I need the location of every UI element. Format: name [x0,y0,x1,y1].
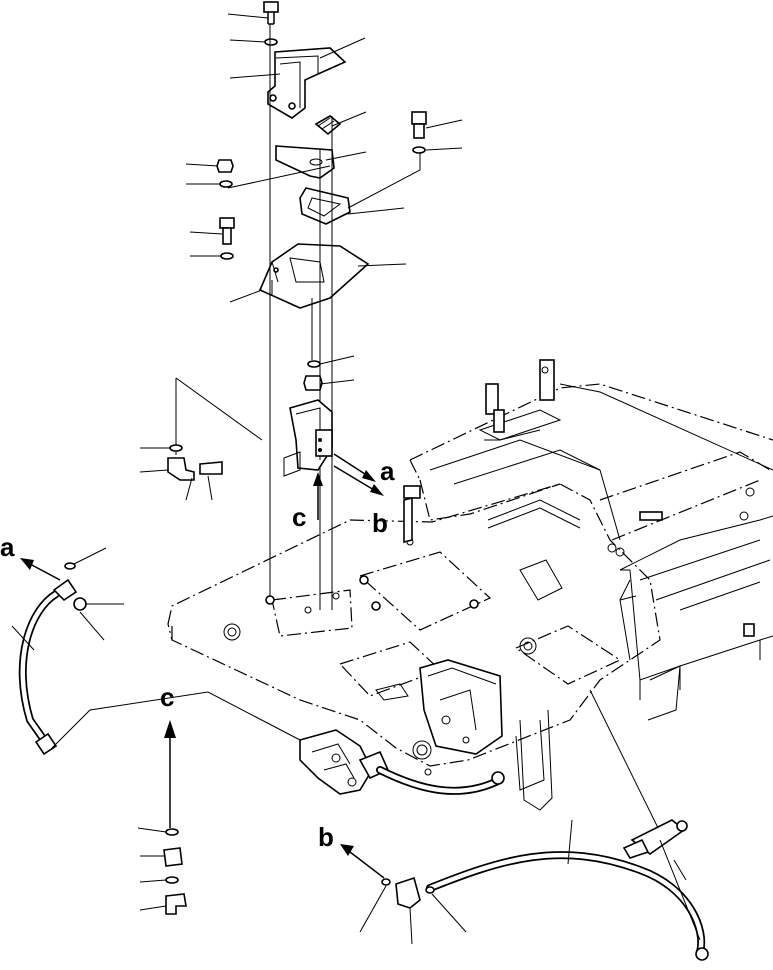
left-bolt [219,217,235,245]
label-c-top: c [292,502,306,532]
alignment-lines [269,24,333,610]
label-a-top: a [380,456,395,486]
upper-bracket [267,47,347,119]
label-b-top: b [372,508,388,538]
right-switch [589,689,701,941]
label-b-bottom: b [318,822,334,852]
left-nut [216,159,234,173]
top-bolt [263,1,279,25]
top-washer [264,38,278,46]
left-fittings [139,444,223,501]
arrow-a-left [20,558,61,581]
left-hose [11,547,301,756]
arrow-c-top [313,472,323,520]
arrow-b-top [333,465,384,496]
leader-lines-upper [185,13,463,385]
right-frame [403,359,773,811]
lower-valve [299,729,390,795]
upper-bracket-assembly [216,1,427,391]
bottom-fittings [137,827,187,915]
switch-assembly [175,377,333,477]
slotted-plate [299,187,351,225]
middle-hose [376,766,505,795]
right-bolt [411,111,427,139]
left-washer-upper [219,180,233,188]
right-washer [412,146,426,154]
control-box [375,659,503,755]
lower-nut [303,375,323,391]
left-washer-lower [220,252,234,260]
label-a-left: a [0,532,15,562]
lower-right-hose [359,819,709,961]
label-c-bottom: c [160,682,174,712]
arrow-b-bottom [340,844,385,879]
arrow-c-bottom [164,720,176,828]
arrow-a-top [333,453,376,482]
small-plate [275,145,335,179]
lower-washer [307,360,321,368]
floor-plate [167,483,661,776]
